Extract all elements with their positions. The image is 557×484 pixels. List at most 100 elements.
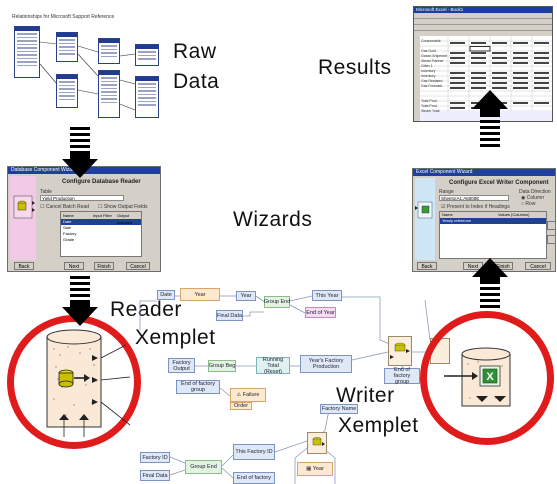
column-header: Name (63, 213, 74, 218)
column-header: Input Filter (93, 213, 112, 218)
spreadsheet-grid (414, 31, 552, 121)
spreadsheet-toolbar (414, 19, 552, 25)
row-label: Gas Gold (421, 49, 436, 53)
down-arrow-icon (62, 127, 98, 178)
column-header: Values (Columns) (498, 212, 530, 217)
flow-node-end-of-factory-group[interactable]: End of factory group (176, 380, 220, 394)
results-label: Results (318, 56, 392, 79)
schema-table (56, 32, 78, 62)
range-label: Range (439, 189, 454, 195)
schema-table (98, 38, 120, 64)
failure-icon: ⚠ (236, 392, 242, 398)
merge-icon (390, 342, 410, 359)
reader-wizard-heading: Configure Database Reader (62, 179, 141, 185)
row-label: Total Prod (421, 99, 437, 103)
move-down-button[interactable] (547, 235, 556, 244)
field-name: Sale (63, 225, 72, 230)
flow-node-factory-id[interactable]: Factory ID (140, 452, 170, 463)
schema-table (98, 70, 120, 118)
finish-button[interactable]: Finish (94, 262, 114, 270)
schema-table (135, 76, 159, 118)
table-select[interactable]: Yield Production (40, 195, 124, 201)
up-arrow-icon (472, 90, 508, 147)
writer-wizard-title: Excel Component Wizard (413, 169, 555, 176)
range-input[interactable]: Sheet1!A1:A6000E (439, 195, 509, 201)
field-row[interactable]: Date (61, 219, 141, 225)
merge-component[interactable] (388, 336, 412, 366)
flow-node-year[interactable]: Year (236, 291, 256, 301)
table-label: Table (40, 189, 52, 195)
row-label: Inventory (421, 74, 436, 78)
cancel-button[interactable]: Cancel (525, 262, 551, 270)
output-db-icon (312, 437, 325, 446)
field-grid-header: Name Input Filter Output Included (61, 212, 141, 225)
database-reader-icon (13, 195, 35, 219)
flow-node-running-total[interactable]: Running Total (Reset) (256, 357, 290, 375)
flow-node-order[interactable]: Order (230, 402, 252, 410)
checkbox-label: Present to Index if Headings (446, 204, 510, 210)
field-row[interactable]: Factory (61, 231, 141, 237)
spreadsheet-menubar (414, 13, 552, 19)
reader-wizard-dialog: Database Component Wizard Configure Data… (7, 166, 161, 272)
writer-xemplet-circle (420, 311, 554, 445)
schema-relationship-lines (39, 41, 136, 111)
back-button[interactable]: Back (14, 262, 34, 270)
radio-label: Row (525, 201, 536, 207)
flow-node-failure[interactable]: ⚠ Failure (230, 388, 266, 402)
raw-data-label-line1: Raw (173, 40, 217, 63)
flow-node-this-year[interactable]: This Year (312, 290, 342, 301)
cancel-button[interactable]: Cancel (126, 262, 150, 270)
field-row[interactable]: Sale (61, 225, 141, 231)
flow-node-final-data[interactable]: Final Data (216, 310, 243, 321)
flow-node-year-factory-production[interactable]: Year's Factory Production (300, 355, 352, 373)
node-label: Failure (242, 392, 260, 398)
calendar-icon: ▦ (306, 466, 312, 472)
show-output-fields-checkbox[interactable]: ☐ Show Output Fields (98, 204, 148, 210)
row-label: Ocean Shipment (421, 54, 448, 58)
column-header: Name (442, 212, 453, 217)
flow-node-group-beg[interactable]: Group Beg (208, 360, 236, 372)
next-button[interactable]: Next (64, 262, 84, 270)
back-button[interactable]: Back (417, 262, 437, 270)
up-arrow-icon (472, 258, 508, 308)
writer-wizard-dialog: Excel Component Wizard Configure Excel W… (412, 168, 556, 272)
svg-text:X: X (486, 371, 494, 383)
flow-node-this-factory-id[interactable]: This Factory ID (233, 444, 275, 460)
direction-column-radio[interactable]: ◉ Column (521, 195, 544, 201)
flow-node-year[interactable]: Year (180, 288, 220, 301)
row-label: Gas Restated (421, 79, 443, 83)
row-label: Gas Forecast (421, 84, 443, 88)
field-name: Date (63, 219, 72, 224)
column-row[interactable]: Yearly reference (440, 218, 546, 224)
raw-data-label-line2: Data (173, 70, 220, 93)
field-name: Grade (63, 237, 75, 242)
column-grid-header: Name Values (Columns) (440, 212, 546, 218)
flow-node-factory-output[interactable]: Factory Output (168, 358, 195, 373)
writer-xemplet-component[interactable]: X (438, 340, 538, 420)
flow-node-end-of-factory-group[interactable]: End of factory group (384, 367, 420, 385)
direction-row-radio[interactable]: ○ Row (521, 201, 536, 207)
field-row[interactable]: Grade (61, 237, 141, 243)
flow-node-factory-name[interactable]: Factory Name (320, 404, 358, 414)
flow-node-year[interactable]: ▦ Year (297, 462, 333, 476)
move-up-button[interactable] (547, 221, 556, 230)
wizards-label: Wizards (233, 208, 313, 231)
flow-node-final-data[interactable]: Final Data (140, 470, 170, 481)
column-name: Yearly reference (442, 218, 471, 223)
field-name: Factory (63, 231, 77, 236)
column-grid: Name Values (Columns) Yearly reference (439, 211, 547, 259)
schema-title: Relationships for Microsoft Support Refe… (12, 14, 115, 20)
raw-data-schema-diagram: Relationships for Microsoft Support Refe… (10, 14, 165, 126)
flow-node-date[interactable]: Date (157, 290, 175, 300)
output-component[interactable] (307, 432, 327, 454)
reader-xemplet-component[interactable] (30, 325, 140, 440)
cancel-batch-read-checkbox[interactable]: ☐ Cancel Batch Read (40, 204, 89, 210)
flow-node-group-end[interactable]: Group End (264, 296, 290, 308)
flow-node-group-end[interactable]: Group End (185, 460, 222, 474)
row-label: Total Prod (421, 104, 437, 108)
flow-node-end-of-year[interactable]: End of Year (305, 307, 336, 318)
down-arrow-icon (62, 276, 98, 326)
reader-label-line2: Xemplet (135, 326, 216, 349)
present-headings-checkbox[interactable]: ☑ Present to Index if Headings (441, 204, 510, 210)
